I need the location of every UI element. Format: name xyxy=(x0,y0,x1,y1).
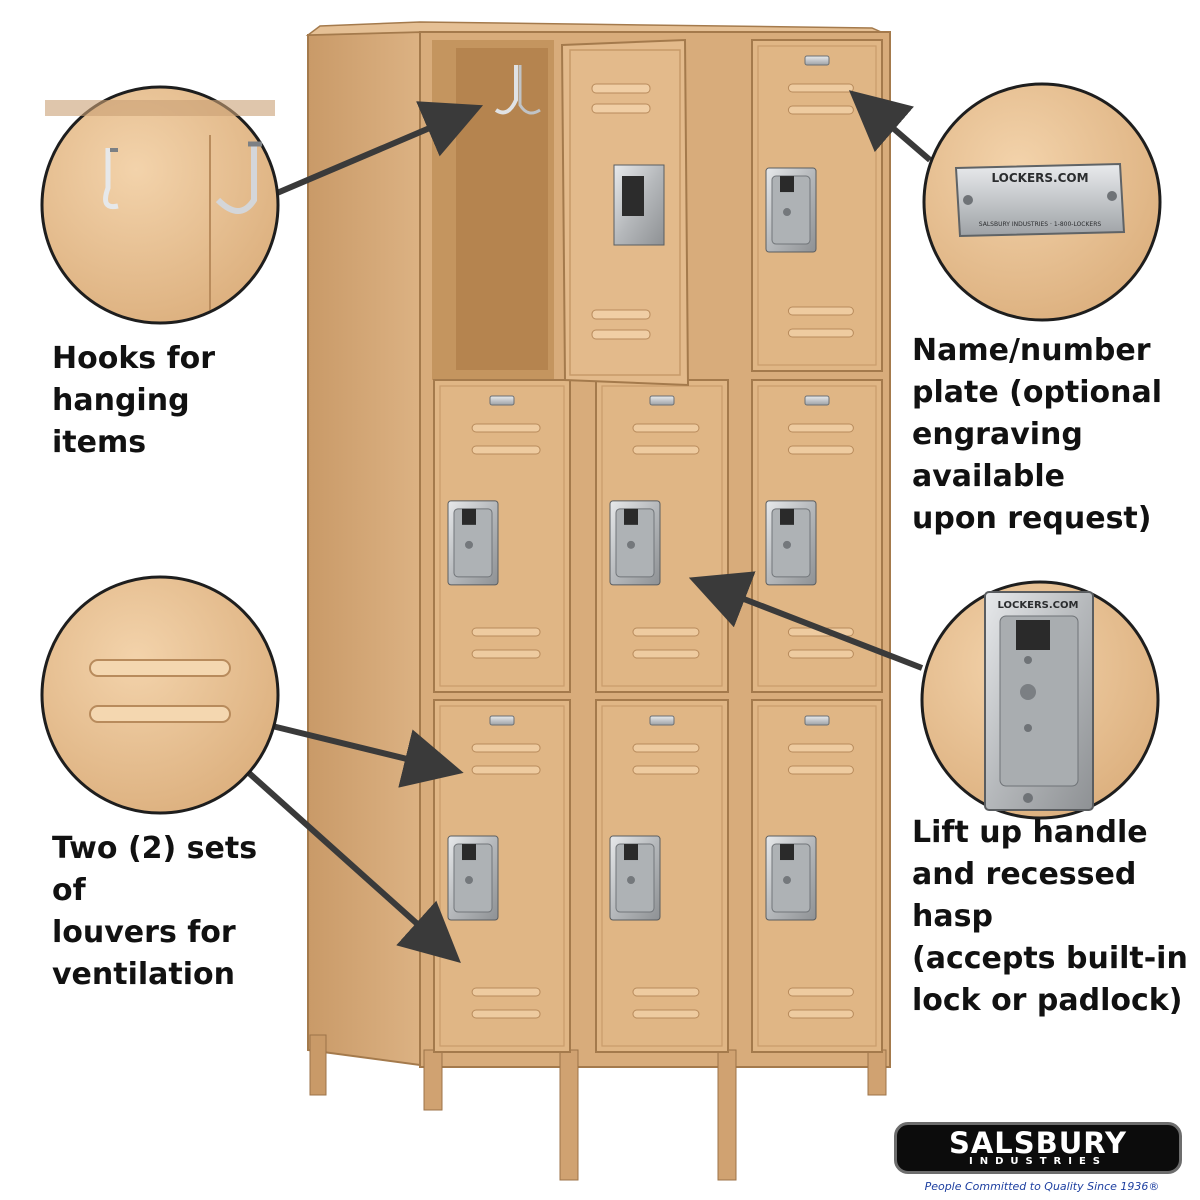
arrow-louvers-lower xyxy=(237,762,461,964)
logo-badge: SALSBURY INDUSTRIES xyxy=(894,1122,1182,1174)
louver xyxy=(591,309,651,320)
louver xyxy=(787,423,854,433)
hook-icon xyxy=(103,148,119,210)
locker-leg xyxy=(423,1049,443,1111)
louver xyxy=(471,445,541,455)
locker-doors xyxy=(433,39,883,1053)
louver xyxy=(787,649,854,659)
salsbury-logo: SALSBURY INDUSTRIES People Committed to … xyxy=(892,1122,1192,1200)
louver xyxy=(787,445,854,455)
locker-door xyxy=(433,379,571,693)
louver xyxy=(89,705,231,723)
louver xyxy=(787,83,854,93)
plate-text-bottom: SALSBURY INDUSTRIES · 1-800-LOCKERS xyxy=(979,221,1102,228)
callout-hooks: Hooks for hanging items xyxy=(52,341,216,460)
louver xyxy=(471,765,541,775)
louver-zoom-circle xyxy=(40,575,280,815)
hooks-zoom-circle xyxy=(40,85,280,325)
locker-door xyxy=(751,699,883,1053)
callout-plate: Name/number plate (optional engraving av… xyxy=(912,333,1163,536)
logo-subtitle: INDUSTRIES xyxy=(969,1156,1107,1167)
number-plate xyxy=(649,715,675,726)
louver xyxy=(632,649,700,659)
logo-name: SALSBURY xyxy=(948,1126,1128,1160)
name-plate xyxy=(954,162,1126,238)
compartment-back-wall xyxy=(456,48,548,370)
locker-leg xyxy=(559,1049,579,1181)
locker-door xyxy=(595,379,729,693)
plate-text-top: LOCKERS.COM xyxy=(991,171,1088,185)
louver xyxy=(787,328,854,338)
number-plate xyxy=(489,715,515,726)
coat-hook xyxy=(494,65,518,115)
louver xyxy=(471,1009,541,1019)
louver xyxy=(471,987,541,997)
louver xyxy=(591,329,651,340)
number-plate xyxy=(649,395,675,406)
louver xyxy=(787,765,854,775)
number-plate xyxy=(804,395,830,406)
arrow-louvers-upper xyxy=(267,722,464,788)
number-plate xyxy=(489,395,515,406)
open-door xyxy=(560,38,690,387)
plate-zoom-circle: LOCKERS.COM SALSBURY INDUSTRIES · 1-800-… xyxy=(922,82,1162,322)
louver xyxy=(89,659,231,677)
locker-leg xyxy=(717,1049,737,1181)
louver xyxy=(787,987,854,997)
callout-arrows xyxy=(237,90,932,964)
louver xyxy=(591,103,651,114)
louver xyxy=(787,306,854,316)
handle-plate-text: LOCKERS.COM xyxy=(998,600,1079,611)
coat-hook xyxy=(518,65,541,115)
locker-door xyxy=(433,699,571,1053)
louver xyxy=(787,105,854,115)
louver xyxy=(632,765,700,775)
locker-door xyxy=(751,379,883,693)
louver xyxy=(632,743,700,753)
locker-door xyxy=(595,699,729,1053)
handle-zoom-circle: LOCKERS.COM xyxy=(920,580,1160,820)
callout-handle: Lift up handle and recessed hasp (accept… xyxy=(912,815,1188,1018)
louver xyxy=(787,1009,854,1019)
locker-door xyxy=(751,39,883,372)
louver xyxy=(471,649,541,659)
callout-louvers: Two (2) sets of louvers for ventilation xyxy=(52,831,258,992)
number-plate xyxy=(804,55,830,66)
louver xyxy=(591,83,651,94)
number-plate xyxy=(804,715,830,726)
hook-icon xyxy=(215,144,257,214)
louver xyxy=(471,627,541,637)
louver xyxy=(632,445,700,455)
arrow-plate xyxy=(848,90,932,163)
louver xyxy=(632,1009,700,1019)
locker-leg xyxy=(309,1034,327,1096)
logo-tagline: People Committed to Quality Since 1936® xyxy=(924,1180,1160,1193)
louver xyxy=(632,423,700,433)
louver xyxy=(632,987,700,997)
arrow-hooks xyxy=(268,101,484,199)
arrow-handle xyxy=(688,571,924,671)
louver xyxy=(471,423,541,433)
locker-leg xyxy=(867,1049,887,1096)
louver xyxy=(471,743,541,753)
louver xyxy=(787,743,854,753)
louver xyxy=(632,627,700,637)
